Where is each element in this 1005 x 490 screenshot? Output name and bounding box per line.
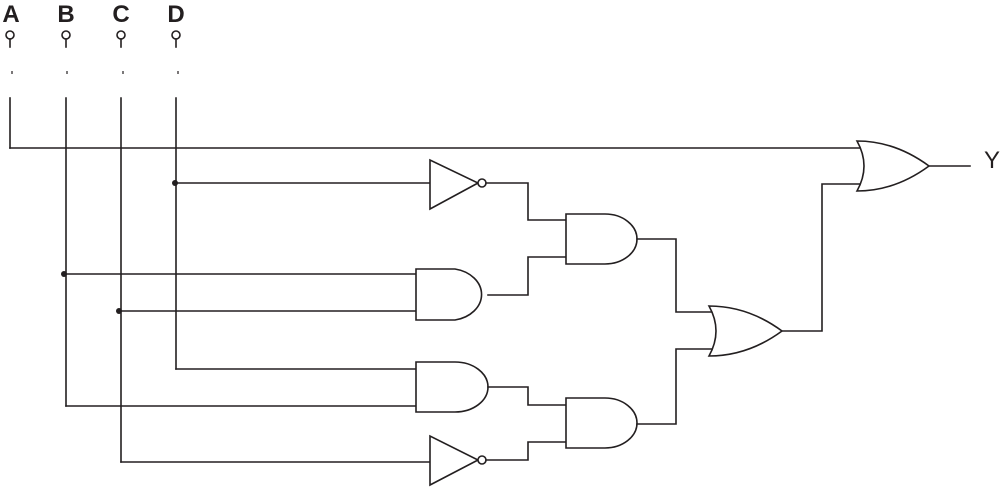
wire-and3-to-and4 xyxy=(487,386,567,406)
not-gate-1-bubble xyxy=(477,178,487,188)
wire-and4-to-or1 xyxy=(636,348,717,425)
input-label-c: C xyxy=(112,1,129,28)
wire-and2-to-or1 xyxy=(636,238,717,313)
wire-and1-to-and2 xyxy=(487,256,567,296)
input-line-d xyxy=(175,38,179,370)
input-terminal-b xyxy=(61,30,71,40)
input-line-c xyxy=(120,38,124,463)
and-gate-4 xyxy=(565,397,638,449)
wire-or1-to-or2 xyxy=(781,183,867,332)
input-line-a xyxy=(9,38,13,149)
input-terminal-a xyxy=(5,30,15,40)
not-gate-2 xyxy=(429,434,487,487)
wire-not2-to-and4 xyxy=(485,441,567,461)
or-gate-1 xyxy=(707,305,784,357)
input-label-b: B xyxy=(57,1,74,28)
wire-not1-to-and2 xyxy=(485,182,567,221)
input-label-d: D xyxy=(167,1,184,28)
and-gate-2 xyxy=(565,213,638,265)
output-label-y: Y xyxy=(984,147,1000,174)
input-terminal-c xyxy=(116,30,126,40)
input-line-b xyxy=(65,38,68,407)
input-label-a: A xyxy=(2,1,19,28)
not-gate-1 xyxy=(429,158,487,211)
and-gate-1 xyxy=(415,268,483,321)
not-gate-2-bubble xyxy=(477,455,487,465)
and-gate-3 xyxy=(415,361,489,413)
input-terminal-d xyxy=(171,30,181,40)
or-gate-2 xyxy=(855,140,931,192)
